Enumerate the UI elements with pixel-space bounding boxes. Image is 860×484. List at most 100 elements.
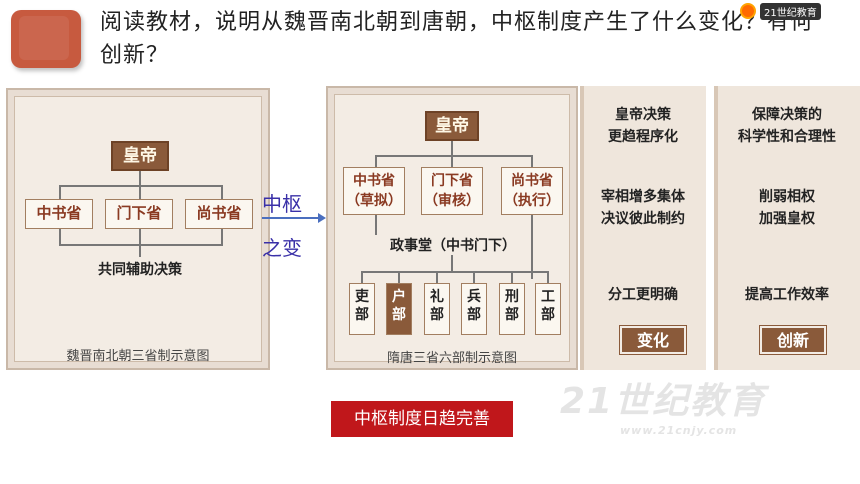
connector <box>139 245 141 257</box>
change-line: 宰相增多集体 <box>601 189 685 205</box>
question-text: 阅读教材，说明从魏晋南北朝到唐朝，中枢制度产生了什么变化？有何创新？ <box>100 10 814 68</box>
change-column: 皇帝决策 更趋程序化 宰相增多集体 决议彼此制约 分工更明确 变化 <box>580 86 706 370</box>
ministry-char: 吏 <box>355 289 369 305</box>
ministry-char: 部 <box>355 307 369 323</box>
ministry-box: 刑 部 <box>499 283 525 335</box>
connector <box>451 155 453 167</box>
ministry-char: 部 <box>430 307 444 323</box>
sui-tang-diagram-inner: 皇帝 中书省 （草拟） 门下省 （审核） 尚书省 （执行） 政事堂（中书门下） <box>334 94 570 366</box>
ministry-char: 工 <box>541 289 555 305</box>
ministry-char: 部 <box>392 307 406 323</box>
connector <box>221 229 223 245</box>
central-change-label: 中枢 之变 <box>262 182 302 270</box>
logo-icon <box>740 3 756 19</box>
ministry-char: 部 <box>467 307 481 323</box>
connector <box>139 185 141 199</box>
wei-jin-diagram: 皇帝 中书省 门下省 尚书省 共同辅助决策 魏晋南北朝三省制示意图 <box>6 88 270 370</box>
connector <box>511 271 513 283</box>
decorative-badge <box>11 10 81 68</box>
column-gap <box>706 86 714 370</box>
connector <box>531 215 533 279</box>
dept-name: 门下省 <box>431 173 473 189</box>
ministry-char: 户 <box>392 289 406 305</box>
central-change-line1: 中枢 <box>262 192 302 216</box>
change-line: 皇帝决策 <box>615 107 671 123</box>
change-tag: 变化 <box>619 325 687 355</box>
innovation-line: 保障决策的 <box>752 107 822 123</box>
change-line: 分工更明确 <box>608 287 678 303</box>
connector <box>59 229 61 245</box>
connector <box>59 185 61 199</box>
connector <box>375 155 377 167</box>
emperor-box: 皇帝 <box>425 111 479 141</box>
column-divider <box>580 86 584 370</box>
ministry-char: 刑 <box>505 289 519 305</box>
connector <box>361 271 549 273</box>
ministry-box: 兵 部 <box>461 283 487 335</box>
connector <box>221 185 223 199</box>
central-change-line2: 之变 <box>262 236 302 260</box>
connector <box>531 155 533 167</box>
dept-role: （草拟） <box>346 193 402 209</box>
change-item: 皇帝决策 更趋程序化 <box>580 104 706 148</box>
dept-name: 中书省 <box>353 173 395 189</box>
innovation-column: 保障决策的 科学性和合理性 削弱相权 加强皇权 提高工作效率 创新 <box>714 86 860 370</box>
dept-box: 尚书省 <box>185 199 253 229</box>
connector <box>451 141 453 155</box>
dept-box: 中书省 （草拟） <box>343 167 405 215</box>
dept-box: 中书省 <box>25 199 93 229</box>
connector <box>547 271 549 283</box>
ministry-box: 吏 部 <box>349 283 375 335</box>
connector <box>59 185 223 187</box>
diagram-caption: 魏晋南北朝三省制示意图 <box>66 349 210 364</box>
change-line: 决议彼此制约 <box>601 211 685 227</box>
watermark-text: 21世纪教育 <box>560 381 767 422</box>
connector <box>139 171 141 185</box>
conclusion-banner: 中枢制度日趋完善 <box>331 401 513 437</box>
connector <box>361 271 363 283</box>
connector <box>139 229 141 245</box>
connector <box>375 215 377 235</box>
wei-jin-diagram-inner: 皇帝 中书省 门下省 尚书省 共同辅助决策 魏晋南北朝三省制示意图 <box>14 96 262 364</box>
ministry-char: 部 <box>541 307 555 323</box>
joint-decision-label: 共同辅助决策 <box>98 262 182 278</box>
council-label: 政事堂（中书门下） <box>390 238 516 254</box>
ministry-char: 礼 <box>430 289 444 305</box>
ministry-char: 兵 <box>467 289 481 305</box>
watermark-url: www.21cnjy.com <box>620 424 738 437</box>
ministry-box: 工 部 <box>535 283 561 335</box>
innovation-item: 削弱相权 加强皇权 <box>714 186 860 230</box>
innovation-line: 加强皇权 <box>759 211 815 227</box>
innovation-item: 提高工作效率 <box>714 284 860 306</box>
connector <box>436 271 438 283</box>
innovation-line: 提高工作效率 <box>745 287 829 303</box>
dept-role: （执行） <box>504 193 560 209</box>
dept-box: 尚书省 （执行） <box>501 167 563 215</box>
change-line: 更趋程序化 <box>608 129 678 145</box>
ministry-box: 户 部 <box>386 283 412 335</box>
innovation-item: 保障决策的 科学性和合理性 <box>714 104 860 148</box>
change-item: 宰相增多集体 决议彼此制约 <box>580 186 706 230</box>
dept-box: 门下省 <box>105 199 173 229</box>
innovation-tag: 创新 <box>759 325 827 355</box>
innovation-line: 削弱相权 <box>759 189 815 205</box>
connector <box>451 255 453 271</box>
connector <box>375 155 533 157</box>
ministry-box: 礼 部 <box>424 283 450 335</box>
dept-name: 尚书省 <box>511 173 553 189</box>
logo-text: 21世纪教育 <box>760 2 821 20</box>
column-divider <box>714 86 718 370</box>
innovation-line: 科学性和合理性 <box>738 129 836 145</box>
watermark-logo: 21世纪教育 www.21cnjy.com <box>560 372 860 482</box>
dept-box: 门下省 （审核） <box>421 167 483 215</box>
connector <box>398 271 400 283</box>
diagram-caption: 隋唐三省六部制示意图 <box>386 351 517 366</box>
change-item: 分工更明确 <box>580 284 706 306</box>
dept-role: （审核） <box>424 193 480 209</box>
connector <box>59 244 223 246</box>
emperor-box: 皇帝 <box>111 141 169 171</box>
arrow-icon <box>262 213 326 223</box>
site-logo: 21世纪教育 <box>740 2 821 20</box>
ministry-char: 部 <box>505 307 519 323</box>
connector <box>473 271 475 283</box>
